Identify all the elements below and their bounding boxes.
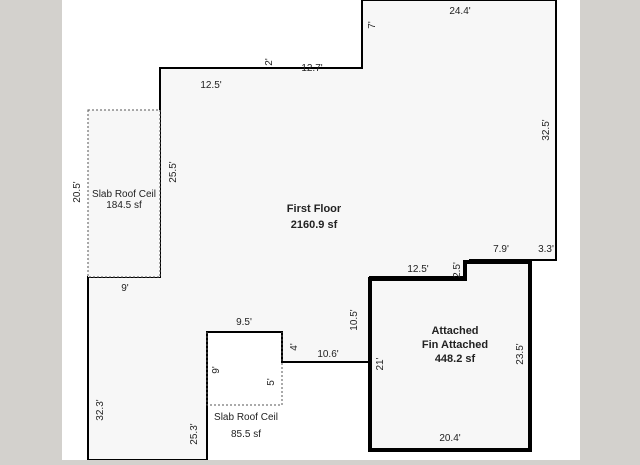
attached-garage-outline <box>368 260 532 452</box>
attached-area: 448.2 sf <box>435 353 476 365</box>
dim-top-left: 12.5' <box>200 80 221 91</box>
dim-step-small: 7' <box>367 21 378 29</box>
dim-garage-top: 12.5' <box>407 264 428 275</box>
dim-lower-left-inner: 25.3' <box>189 423 200 444</box>
dim-top-mid: 12.7' <box>301 63 322 74</box>
dim-left-step: 9' <box>121 283 129 294</box>
dim-right-side: 32.5' <box>541 119 552 140</box>
dim-garage-step: 2.5' <box>452 262 463 278</box>
dim-garage-right: 23.5' <box>515 343 526 364</box>
dim-garage-side-upper: 10.5' <box>349 309 360 330</box>
dim-garage-bottom: 20.4' <box>439 433 460 444</box>
dim-garage-top-right: 7.9' <box>493 244 509 255</box>
dim-garage-top-left: 10.6' <box>317 349 338 360</box>
dim-lower-slab-side: 9' <box>211 366 222 374</box>
slab-lower-area: 85.5 sf <box>231 429 261 440</box>
dim-lower-slab-right: 5' <box>266 378 277 386</box>
first-floor-name: First Floor <box>287 203 342 215</box>
dim-notch-4: 4' <box>289 343 300 351</box>
slab-upper-outline <box>87 109 161 278</box>
dim-step-2: 2' <box>264 58 275 66</box>
dim-top-right: 24.4' <box>449 6 470 17</box>
dim-left-lower: 32.3' <box>95 399 106 420</box>
slab-lower-outline <box>206 332 283 406</box>
attached-name: Attached <box>431 325 478 337</box>
dim-slab-height: 20.5' <box>72 181 83 202</box>
slab-upper-area: 184.5 sf <box>106 200 142 211</box>
dim-lower-slab-width: 9.5' <box>236 317 252 328</box>
first-floor-area: 2160.9 sf <box>291 219 338 231</box>
dim-left-upper: 25.5' <box>168 161 179 182</box>
slab-upper-name: Slab Roof Ceil <box>92 189 156 200</box>
slab-lower-name: Slab Roof Ceil <box>214 412 278 423</box>
dim-garage-left: 21' <box>375 357 386 370</box>
dim-right-step: 3.3' <box>538 244 554 255</box>
attached-subname: Fin Attached <box>422 339 488 351</box>
